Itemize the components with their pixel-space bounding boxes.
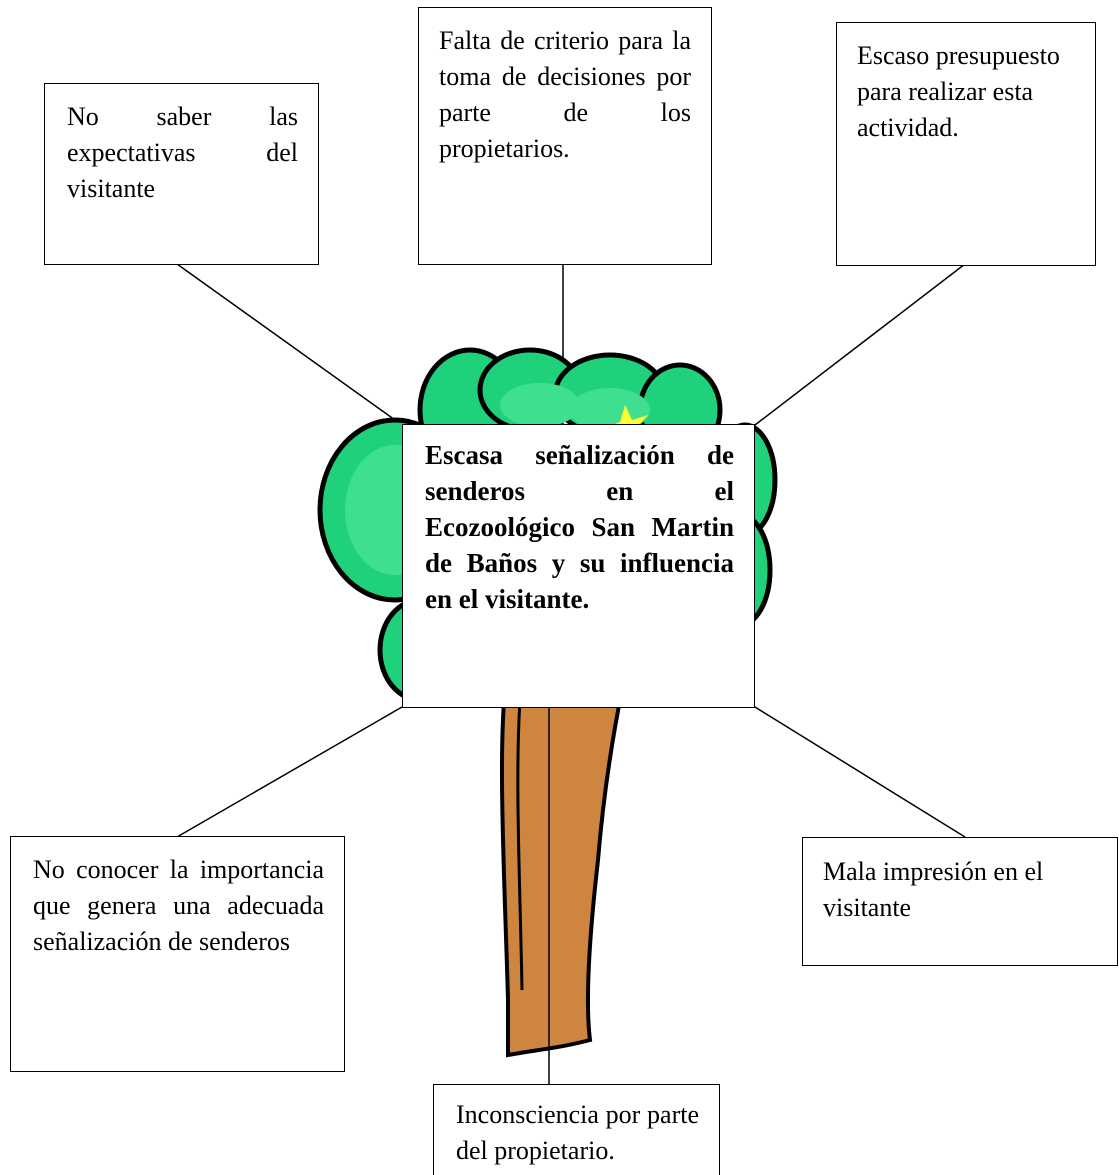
central-problem-text: Escasa señalización de senderos en el Ec… [425, 440, 734, 614]
connector-top-left [176, 263, 403, 426]
connector-bottom-left [176, 706, 403, 838]
cause-box-top-center: Falta de criterio para la toma de decisi… [418, 7, 712, 265]
effect-box-bottom-center: Inconsciencia por parte del propietario. [433, 1084, 720, 1175]
effect-text-bottom-right: Mala impresión en el visitante [823, 857, 1044, 922]
cause-box-top-right: Escaso presupuesto para realizar esta ac… [836, 22, 1096, 266]
effect-box-bottom-left: No conocer la importancia que genera una… [10, 836, 345, 1072]
cause-text-top-right: Escaso presupuesto para realizar esta ac… [857, 41, 1060, 142]
cause-text-top-left: No saber las expectativas del visitante [67, 102, 298, 203]
central-problem-box: Escasa señalización de senderos en el Ec… [402, 424, 755, 708]
effect-text-bottom-left: No conocer la importancia que genera una… [33, 855, 324, 956]
connector-top-right [754, 263, 966, 426]
tree-trunk [500, 688, 625, 1058]
cause-text-top-center: Falta de criterio para la toma de decisi… [439, 26, 691, 163]
connector-bottom-right [754, 706, 966, 838]
trunk-shadow [516, 699, 524, 991]
effect-text-bottom-center: Inconsciencia por parte del propietario. [456, 1100, 699, 1165]
cause-box-top-left: No saber las expectativas del visitante [44, 83, 319, 265]
effect-box-bottom-right: Mala impresión en el visitante [802, 837, 1118, 966]
connector-lines [176, 263, 966, 838]
